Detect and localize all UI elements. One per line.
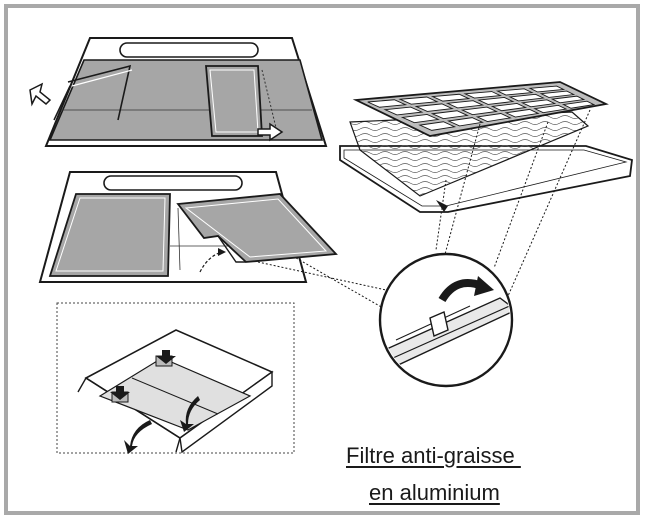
filter-grid-cell	[504, 108, 540, 118]
filter-grid-cell	[430, 93, 471, 102]
filter-grid-cell	[528, 85, 566, 93]
magnifier-circle-icon	[378, 252, 514, 388]
filter-grid-cell	[490, 102, 528, 112]
filter-grid-cell	[445, 100, 485, 109]
arrow-outline-icon	[29, 82, 52, 107]
inset-arrow-icon	[110, 350, 200, 454]
filter-grid-cell	[520, 99, 557, 108]
filter-grid-cell	[463, 91, 502, 99]
filter-grid-cell	[383, 106, 424, 116]
filter-grid-cell	[418, 121, 457, 131]
filter-grid-cell	[447, 117, 484, 127]
exploded-filter	[339, 81, 633, 213]
latch-arrow-icon	[438, 276, 494, 303]
filter-grid-cell	[539, 90, 576, 98]
filter-grid-cell	[495, 88, 534, 96]
filter-grid-cell	[475, 113, 512, 122]
arrow-push-icon	[257, 122, 284, 142]
filter-grid-cell	[477, 97, 515, 105]
filter-grid-cell	[460, 106, 499, 116]
filter-grid-cell	[550, 95, 586, 104]
filter-grid-cell	[430, 110, 469, 120]
inset-box	[56, 302, 295, 454]
filter-grid-cell	[561, 100, 596, 109]
curved-arrow-icon	[199, 248, 226, 273]
filter-grid-cell	[400, 113, 440, 124]
zoom-lines-left	[257, 257, 391, 313]
zoom-lines-right	[435, 109, 591, 297]
filter-grid-cell	[508, 93, 545, 102]
hood-panel-middle	[38, 171, 338, 283]
filter-grid-cell	[367, 99, 408, 108]
caption-line-1: Filtre anti-graisse	[346, 443, 521, 468]
caption-line-2: en aluminium	[369, 480, 500, 505]
filter-grid-cell	[414, 103, 454, 112]
filter-grid-cell	[533, 104, 568, 114]
filter-grid-cell	[398, 96, 439, 105]
hood-panel-top	[44, 37, 328, 147]
